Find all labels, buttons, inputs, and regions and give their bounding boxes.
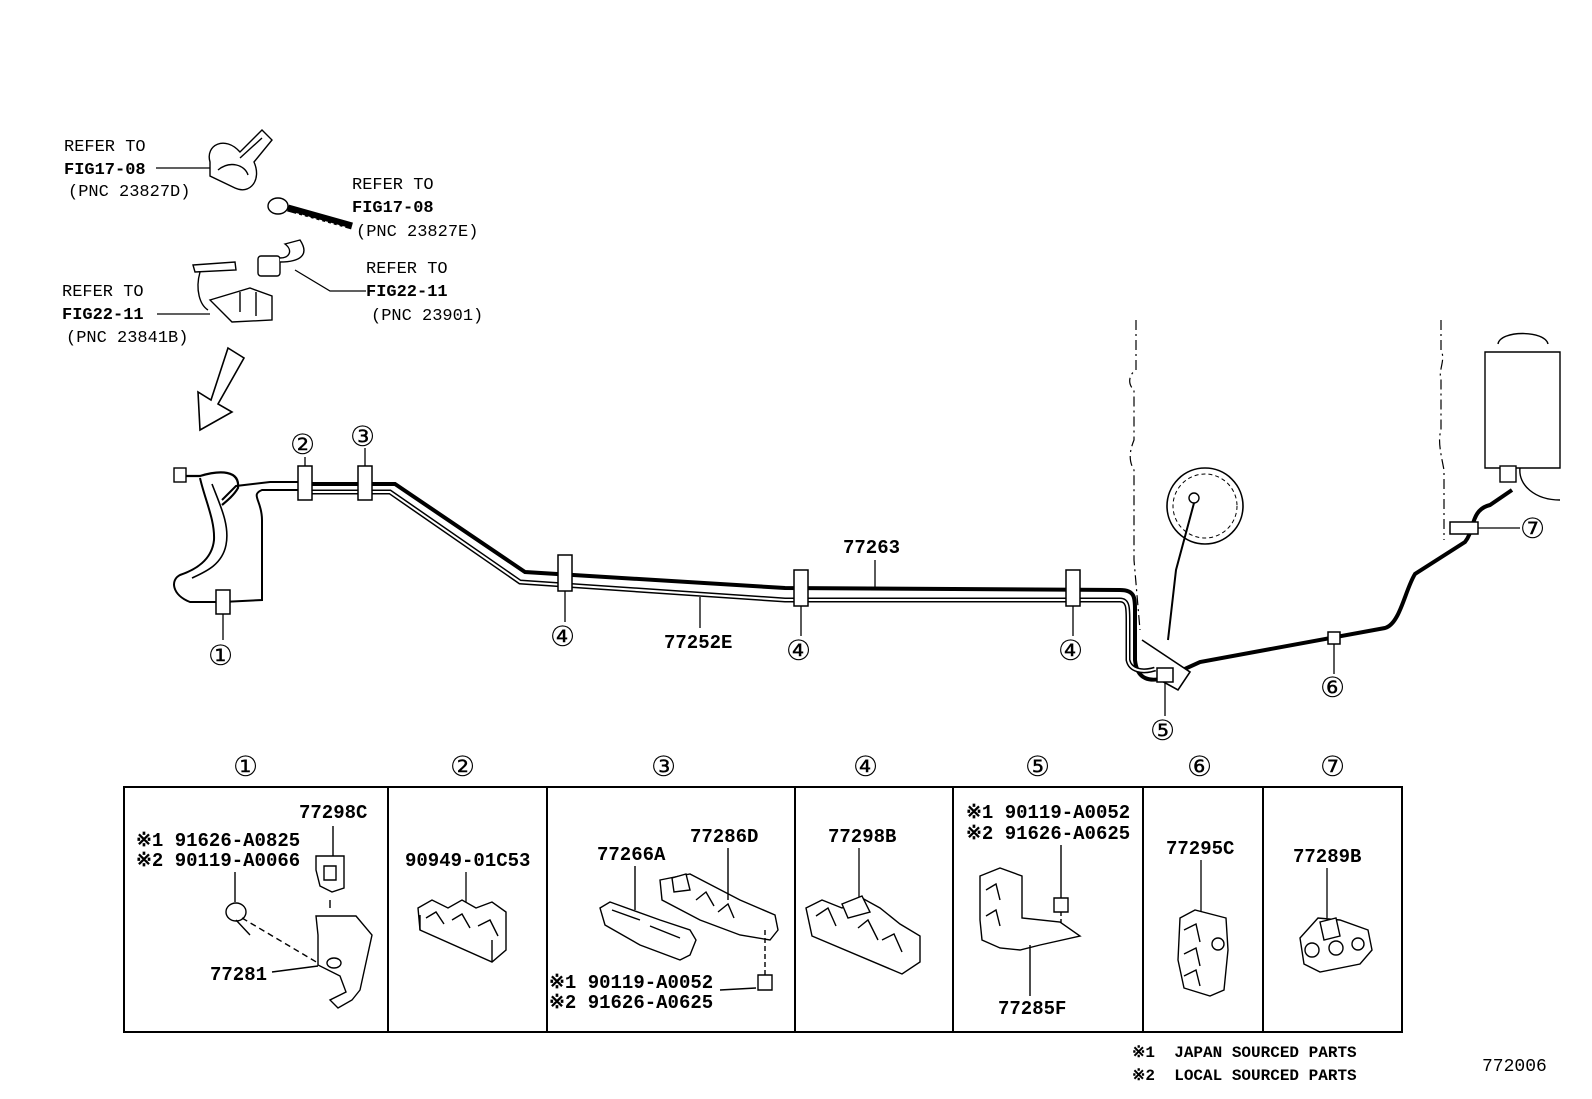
part-77295C[interactable]: 77295C	[1166, 838, 1234, 860]
detail-box-3: 77266A 77286D ※1 90119-A0052 ※2 91626-A0…	[549, 826, 779, 1014]
part-number-upper-line[interactable]: 77263	[843, 537, 900, 559]
detail-box-7: 77289B	[1293, 846, 1373, 973]
part-77266A[interactable]: 77266A	[597, 844, 666, 866]
part-number-lower-line[interactable]: 77252E	[664, 632, 732, 654]
clamp-4c[interactable]	[1065, 569, 1081, 607]
marker-leaders	[222, 448, 1520, 716]
clamp-3[interactable]	[357, 465, 373, 501]
box-header-5: ⑤	[1025, 754, 1050, 785]
line-clamps	[215, 465, 1479, 683]
svg-text:REFER TO: REFER TO	[64, 138, 146, 157]
box-header-2: ②	[450, 754, 475, 785]
vent-hose-icon	[208, 129, 273, 191]
svg-text:FIG22-11: FIG22-11	[62, 306, 144, 325]
part-91626-A0825[interactable]: ※1 91626-A0825	[136, 830, 300, 852]
detail-box-1: 77298C ※1 91626-A0825 ※2 90119-A0066 772…	[136, 802, 373, 1009]
fuel-lines	[173, 320, 1561, 692]
marker-5: ⑤	[1150, 718, 1175, 749]
direction-arrow-icon	[197, 346, 246, 432]
clamp-4a[interactable]	[557, 554, 573, 592]
svg-text:(PNC 23827D): (PNC 23827D)	[68, 183, 190, 202]
clamp-6[interactable]	[1327, 631, 1341, 645]
marker-4a: ④	[550, 624, 575, 655]
clamp-4b[interactable]	[793, 569, 809, 607]
svg-text:(PNC 23841B): (PNC 23841B)	[66, 329, 188, 348]
detail-table-frame	[123, 786, 1403, 1033]
part-90949-01C53[interactable]: 90949-01C53	[405, 850, 530, 872]
svg-text:REFER TO: REFER TO	[62, 283, 144, 302]
svg-text:FIG17-08: FIG17-08	[352, 199, 434, 218]
clamp-2[interactable]	[297, 465, 313, 501]
marker-3: ③	[350, 424, 375, 455]
part-77298C[interactable]: 77298C	[299, 802, 367, 824]
detail-box-5: ※1 90119-A0052 ※2 91626-A0625 77285F	[966, 802, 1130, 1020]
box-header-4: ④	[853, 754, 878, 785]
marker-4b: ④	[786, 638, 811, 669]
ref-callout-1[interactable]: REFER TO FIG17-08 (PNC 23827D)	[64, 138, 190, 202]
footnote-japan: ※1 JAPAN SOURCED PARTS	[1132, 1044, 1357, 1062]
svg-text:REFER TO: REFER TO	[352, 176, 434, 195]
marker-7: ⑦	[1520, 516, 1545, 547]
clamp-1[interactable]	[215, 589, 231, 615]
box-header-3: ③	[651, 754, 676, 785]
ref-callout-4[interactable]: REFER TO FIG22-11 (PNC 23841B)	[62, 283, 188, 348]
part-77285F[interactable]: 77285F	[998, 998, 1066, 1020]
detail-box-6: 77295C	[1166, 838, 1234, 997]
svg-text:FIG17-08: FIG17-08	[64, 161, 146, 180]
clamp-7[interactable]	[1449, 521, 1479, 535]
figure-id: 772006	[1482, 1057, 1547, 1077]
part-77289B[interactable]: 77289B	[1293, 846, 1361, 868]
ref-callout-2[interactable]: REFER TO FIG17-08 (PNC 23827E)	[352, 176, 478, 242]
marker-6: ⑥	[1320, 675, 1345, 706]
box-header-7: ⑦	[1320, 754, 1345, 785]
svg-text:(PNC 23901): (PNC 23901)	[371, 307, 483, 326]
part-91626-A0625-b3[interactable]: ※2 91626-A0625	[549, 992, 713, 1014]
svg-text:(PNC 23827E): (PNC 23827E)	[356, 223, 478, 242]
part-91626-A0625-b5[interactable]: ※2 91626-A0625	[966, 823, 1130, 845]
footnote-local: ※2 LOCAL SOURCED PARTS	[1132, 1067, 1357, 1085]
box-header-6: ⑥	[1187, 754, 1212, 785]
clamp-5[interactable]	[1156, 667, 1174, 683]
detail-box-2: 90949-01C53	[405, 850, 530, 963]
part-77298B[interactable]: 77298B	[828, 826, 896, 848]
svg-text:FIG22-11: FIG22-11	[366, 283, 448, 302]
part-90119-A0066[interactable]: ※2 90119-A0066	[136, 850, 300, 872]
marker-1: ①	[208, 643, 233, 674]
part-90119-A0052-b5[interactable]: ※1 90119-A0052	[966, 802, 1130, 824]
detail-box-4: 77298B	[805, 826, 921, 975]
part-77286D[interactable]: 77286D	[690, 826, 758, 848]
part-90119-A0052-b3[interactable]: ※1 90119-A0052	[549, 972, 713, 994]
marker-2: ②	[290, 432, 315, 463]
hose-clamp-icon	[267, 197, 353, 230]
part-77281[interactable]: 77281	[210, 964, 267, 986]
callout-leaders	[156, 167, 366, 315]
box-header-1: ①	[233, 754, 258, 785]
fuel-pipe-joint-icon	[192, 239, 305, 323]
marker-4c: ④	[1058, 638, 1083, 669]
svg-text:REFER TO: REFER TO	[366, 260, 448, 279]
ref-callout-3[interactable]: REFER TO FIG22-11 (PNC 23901)	[366, 260, 483, 326]
